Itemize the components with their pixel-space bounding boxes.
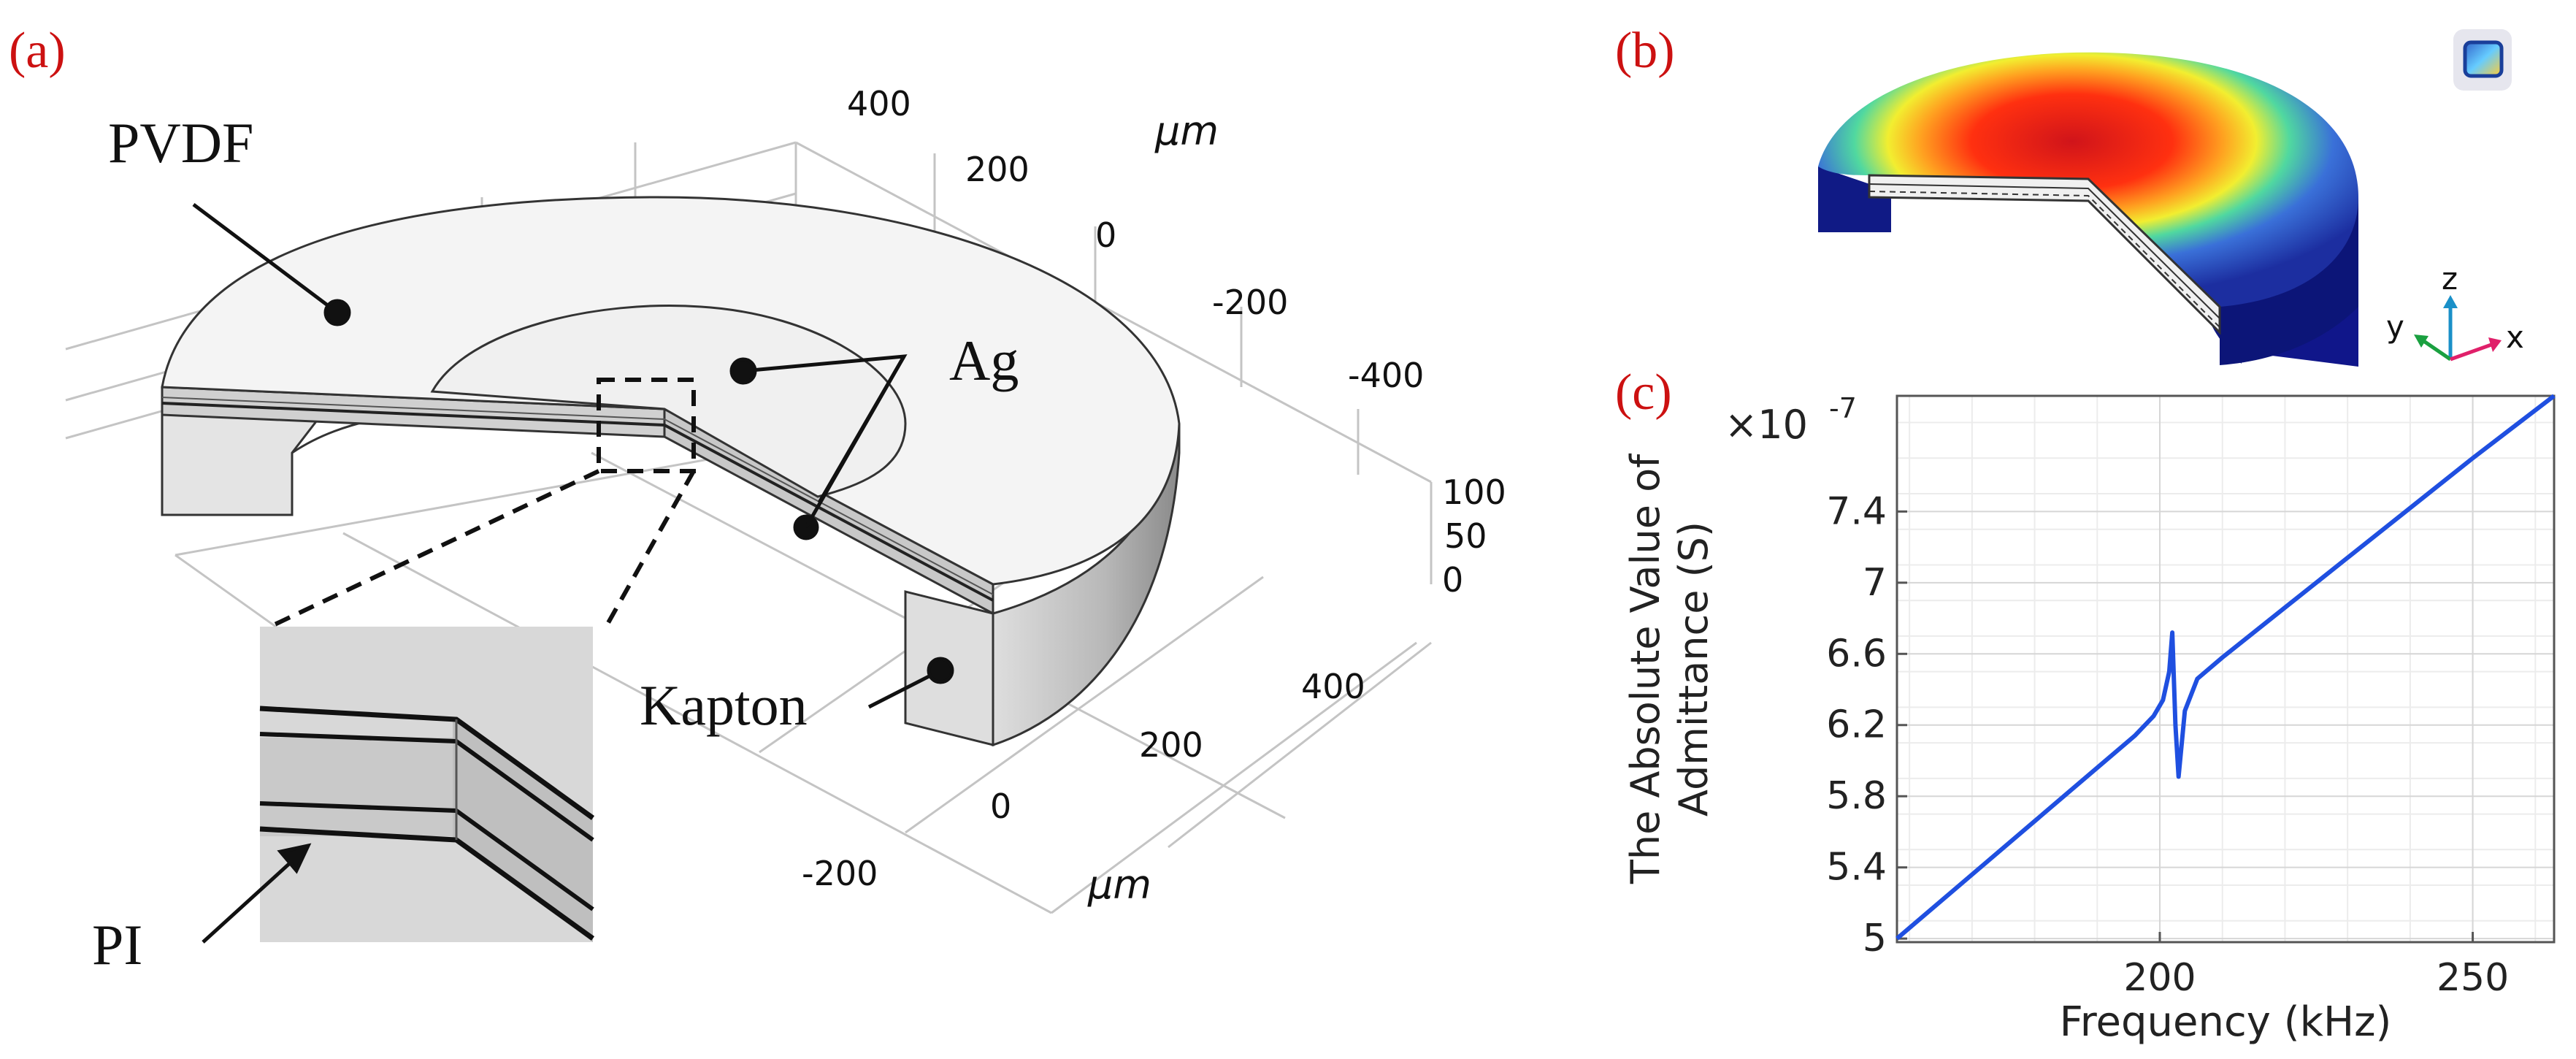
x-tick-label: 250 (2437, 956, 2509, 1000)
tick-upper-0: 0 (1095, 215, 1116, 255)
panel-b: (b) z y x (1615, 23, 2524, 367)
panel-a: (a) (9, 23, 1506, 976)
y-tick-label: 5 (1863, 917, 1887, 960)
heatmap-model (1818, 52, 2358, 367)
admittance-line (1895, 394, 2556, 941)
label-pi: PI (92, 913, 142, 976)
x-tick-label: 200 (2123, 956, 2196, 1000)
axis-ticks: 400 200 0 -200 -400 μm 100 50 0 400 200 … (802, 84, 1506, 908)
triad-z: z (2442, 261, 2458, 297)
panel-c: (c) 5 5.4 5.8 6.2 6.6 7 7.4 200 250 ×10 -7Frequenc… (1615, 364, 2556, 1046)
y-axis-label-line2: Admittance (S) (1671, 521, 1717, 817)
x-axis-label: Frequency (kHz) (2060, 998, 2392, 1046)
triad-y: y (2386, 309, 2404, 345)
tick-lower-400: 400 (1301, 667, 1365, 706)
panel-b-tag: (b) (1615, 23, 1675, 79)
y-tick-label: 7.4 (1826, 489, 1887, 533)
callouts (192, 203, 954, 944)
label-ag: Ag (949, 329, 1019, 392)
tick-z-50: 50 (1444, 516, 1487, 556)
plot-frame (1895, 394, 2556, 944)
y-exponent: -7 (1829, 392, 1857, 424)
tick-z-0: 0 (1442, 560, 1463, 600)
panel-a-tag: (a) (9, 23, 66, 79)
zoom-indicator (269, 378, 696, 629)
triad-x: x (2506, 319, 2524, 355)
label-pvdf: PVDF (108, 111, 253, 175)
y-tick-label: 5.8 (1826, 774, 1887, 818)
tick-upper-400: 400 (847, 84, 911, 123)
y-tick-label: 6.6 (1826, 632, 1887, 676)
y-axis-label-line1: The Absolute Value of (1622, 453, 1668, 884)
device-model (161, 196, 1181, 747)
y-tick-label: 6.2 (1826, 703, 1887, 747)
tick-lower-200: 200 (1139, 725, 1203, 765)
tick-lower-0: 0 (990, 787, 1011, 826)
tick-upper-m200: -200 (1212, 283, 1288, 322)
zoom-inset (259, 627, 595, 942)
y-multiplier: ×10 (1725, 402, 1808, 448)
y-tick-label: 5.4 (1826, 846, 1887, 890)
tick-upper-200: 200 (965, 150, 1030, 189)
axis-triad: z y x (2386, 261, 2524, 362)
simulation-app-icon (2453, 29, 2512, 91)
label-kapton: Kapton (640, 673, 808, 737)
panel-c-tag: (c) (1615, 364, 1672, 421)
unit-lower: μm (1087, 862, 1151, 908)
tick-z-100: 100 (1442, 473, 1506, 512)
y-tick-label: 7 (1863, 561, 1887, 605)
tick-lower-m200: -200 (802, 854, 878, 893)
unit-upper: μm (1154, 108, 1219, 154)
tick-upper-m400: -400 (1348, 356, 1424, 395)
